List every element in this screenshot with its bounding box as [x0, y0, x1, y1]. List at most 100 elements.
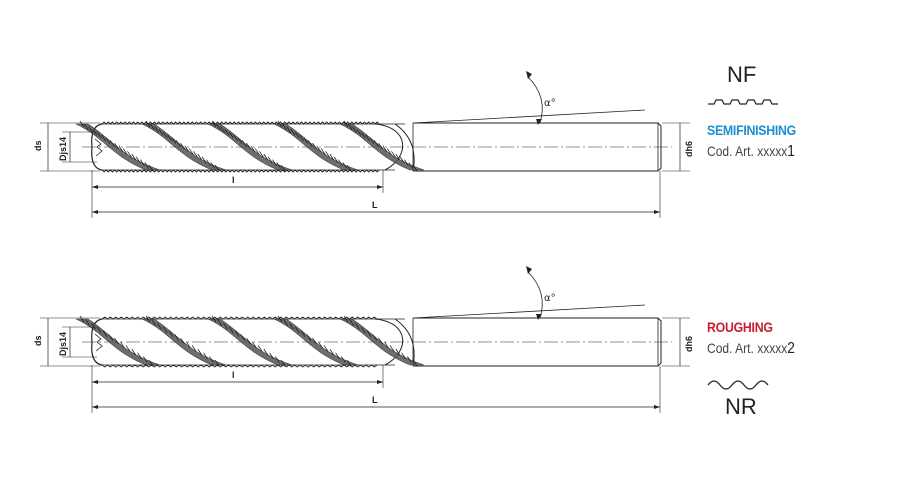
flute-serration — [373, 140, 379, 147]
flute-serration — [320, 148, 326, 155]
dimension-l-label: l — [232, 370, 235, 380]
flute-serration — [263, 348, 269, 356]
flute-serration — [386, 148, 392, 155]
flute-serration — [210, 162, 216, 169]
flute-serration — [280, 164, 286, 172]
angle-arrowhead — [526, 71, 532, 79]
flute-serration — [206, 159, 211, 166]
cutter-tip — [91, 123, 103, 171]
helical-flute — [207, 318, 293, 366]
flute-serration — [378, 142, 383, 150]
cutter-teeth-bottom — [101, 364, 378, 368]
cutter-teeth-bottom — [101, 169, 380, 173]
flute-serration — [101, 134, 106, 141]
flute-serration — [395, 153, 401, 161]
flute-serration — [277, 120, 283, 128]
flute-serration — [366, 330, 372, 337]
flute-serration — [145, 315, 151, 323]
flute-serration — [125, 345, 131, 352]
flute-serration — [269, 352, 274, 359]
flute-serration — [250, 145, 256, 153]
flute-serration — [197, 153, 203, 161]
flute-serration — [282, 123, 287, 130]
flute-serration — [120, 341, 125, 348]
flute-serration — [360, 326, 366, 334]
flute-serration — [343, 120, 349, 128]
flute-serration — [389, 345, 395, 352]
flute-serration — [191, 345, 197, 352]
flute-serration — [201, 156, 207, 164]
helical-flute — [339, 123, 425, 171]
flute-serration — [96, 131, 102, 139]
profile-code-nf: NF — [727, 62, 757, 87]
flute-serration — [234, 330, 240, 337]
flute-runout — [374, 318, 403, 366]
article-code-suffix: 2 — [787, 340, 795, 357]
flute-serration — [91, 323, 96, 330]
article-code-prefix: Cod. Art. xxxxx — [707, 143, 788, 159]
flute-serration — [267, 156, 273, 164]
dimension-dh-label: dh6 — [684, 141, 694, 157]
flute-serration — [122, 148, 128, 155]
flute-serration — [157, 323, 162, 330]
flute-serration — [140, 159, 145, 166]
helical-flute — [273, 123, 359, 171]
flute-serration — [137, 352, 142, 359]
dimension-l-label: l — [232, 175, 235, 185]
flute-serration — [188, 148, 194, 155]
helical-flute — [273, 318, 359, 366]
flute-serration — [277, 315, 283, 323]
angle-arrowhead — [536, 314, 542, 320]
flute-serration — [214, 359, 220, 367]
flute-serration — [162, 326, 168, 334]
flute-serration — [217, 319, 223, 326]
flute-serration — [289, 323, 294, 330]
flute-serration — [407, 356, 412, 363]
angle-arrowhead — [536, 119, 542, 125]
flute-serration — [233, 134, 238, 141]
flute-serration — [154, 126, 159, 133]
flute-serration — [391, 151, 396, 158]
dimension-L-label: L — [372, 395, 378, 405]
helical-flute — [75, 318, 161, 366]
flute-serration — [316, 145, 322, 153]
flute-serration — [318, 341, 323, 348]
helical-flute — [207, 123, 293, 171]
flute-serration — [338, 159, 343, 166]
flute-serration — [401, 352, 406, 359]
flute-serration — [325, 151, 330, 158]
article-code-2: Cod. Art. xxxxx2 — [707, 340, 795, 358]
flute-serration — [365, 134, 370, 141]
flute-serration — [412, 359, 418, 367]
flute-serration — [167, 134, 172, 141]
flute-serration — [303, 137, 309, 144]
flute-serration — [263, 153, 269, 161]
flute-serration — [148, 164, 154, 172]
flute-serration — [108, 334, 114, 341]
flute-serration — [395, 348, 401, 356]
flute-serration — [109, 140, 115, 147]
flute-serration — [203, 352, 208, 359]
dimension-dh-label: dh6 — [684, 336, 694, 352]
helical-flute — [141, 123, 227, 171]
flute-serration — [300, 330, 306, 337]
flute-serration — [174, 334, 180, 341]
flute-serration — [214, 164, 220, 172]
series-label-semifinishing: SEMIFINISHING — [707, 122, 796, 138]
flute-serration — [294, 131, 300, 139]
flute-serration — [84, 123, 89, 130]
flute-serration — [346, 359, 352, 367]
flute-serration — [306, 334, 312, 341]
flute-serration — [127, 151, 132, 158]
flute-serration — [329, 348, 335, 356]
flute-runout — [374, 123, 403, 171]
flute-serration — [228, 131, 234, 139]
dimension-ds-label: ds — [33, 140, 43, 151]
flute-serration — [356, 129, 362, 136]
flute-serration — [209, 356, 214, 363]
dimension-ds-label: ds — [33, 335, 43, 346]
flute-serration — [355, 323, 360, 330]
flute-serration — [246, 337, 251, 345]
